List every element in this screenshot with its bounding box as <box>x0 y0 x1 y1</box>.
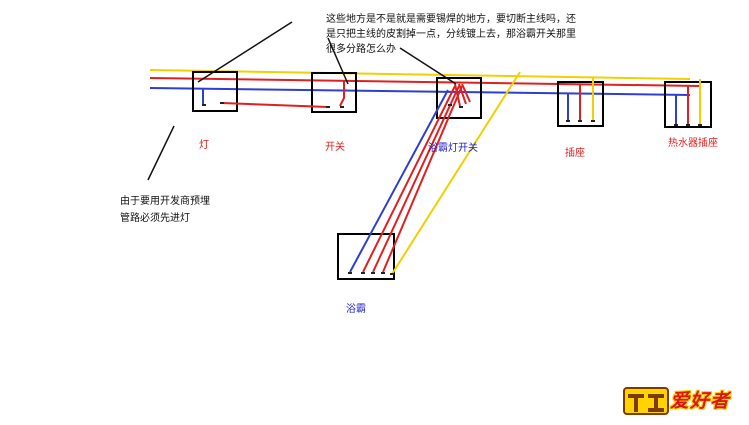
bath-switch-red-2 <box>458 83 467 105</box>
bath-heater-label: 浴霸 <box>346 304 366 315</box>
logo-text: 爱好者 <box>670 390 731 412</box>
bath-switch-red-3 <box>461 83 471 103</box>
heater-socket-label: 热水器插座 <box>668 138 718 149</box>
main-blue-wire <box>149 87 691 96</box>
pointer-to-switch <box>327 37 349 85</box>
switch-box <box>311 72 357 113</box>
logo <box>622 382 744 416</box>
note-line: 管路必须先进灯 <box>120 213 190 224</box>
main-yellow-wire <box>149 69 691 80</box>
switch-red-drop <box>339 80 345 107</box>
socket-label: 插座 <box>565 148 585 159</box>
pointer-note <box>147 125 175 181</box>
socket-box <box>557 81 604 127</box>
bath-heater-red-3 <box>382 85 463 273</box>
lamp-label: 灯 <box>199 140 209 151</box>
bath-heater-box <box>337 233 395 280</box>
bath-switch-box <box>436 77 482 119</box>
terminal-dots <box>202 102 702 275</box>
bath-switch-label: 浴霸灯开关 <box>428 143 478 154</box>
note-annotation: 由于要用开发商预埋 管路必须先进灯 <box>120 193 230 227</box>
bath-heater-red-1 <box>362 85 456 273</box>
lamp-to-switch-red <box>221 102 329 108</box>
main-red-wire <box>149 77 701 87</box>
heater-socket-box <box>664 81 712 128</box>
question-line: 是只把主线的皮割掉一点，分线镀上去，那浴霸开关那里 <box>326 29 576 40</box>
bath-heater-yellow <box>391 71 521 275</box>
bath-heater-blue <box>349 89 449 273</box>
question-annotation: 这些地方是不是就是需要锡焊的地方，要切断主线吗，还 是只把主线的皮割掉一点，分线… <box>326 12 588 57</box>
pointer-to-bath-switch <box>399 47 457 85</box>
logo-mark-icon <box>623 387 669 415</box>
pointer-to-lamp <box>197 21 293 83</box>
question-line: 很多分路怎么办 <box>326 44 396 55</box>
note-line: 由于要用开发商预埋 <box>120 196 210 207</box>
question-line: 这些地方是不是就是需要锡焊的地方，要切断主线吗，还 <box>326 14 576 25</box>
bath-heater-red-2 <box>372 85 460 273</box>
switch-label: 开关 <box>325 142 345 153</box>
